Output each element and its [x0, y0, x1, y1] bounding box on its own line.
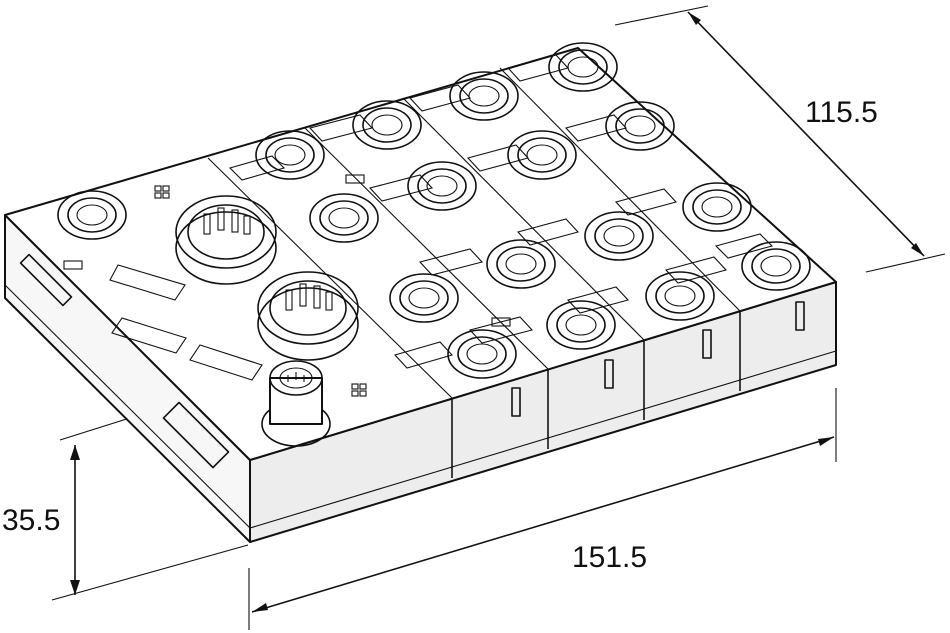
- m12-port: [389, 273, 459, 323]
- m12-port: [255, 130, 325, 180]
- module-body: [4, 47, 837, 543]
- m23-connector: [175, 195, 277, 285]
- m23-connector: [257, 271, 359, 361]
- m12-port: [507, 130, 577, 180]
- m12-port: [486, 239, 556, 289]
- led-markers: [63, 174, 511, 397]
- m12-port: [548, 42, 618, 92]
- m12-port: [449, 71, 519, 121]
- m12-port: [309, 193, 379, 243]
- m12-port: [645, 271, 715, 321]
- m12-port: [447, 329, 517, 379]
- m12-port: [352, 100, 422, 150]
- m12-port: [57, 190, 127, 240]
- m12-port: [605, 101, 675, 151]
- m12-port: [682, 182, 752, 232]
- m12-ports: [57, 42, 811, 379]
- m12-port: [546, 300, 616, 350]
- m12-port: [407, 161, 477, 211]
- m12-port: [584, 211, 654, 261]
- m12-port: [741, 241, 811, 291]
- m8-connector: [261, 360, 331, 447]
- top-face: [4, 47, 837, 461]
- width-dimension: [248, 388, 837, 630]
- height-dimension-label: 35.5: [2, 504, 60, 537]
- depth-dimension-label: 115.5: [805, 96, 878, 129]
- width-dimension-label: 151.5: [572, 541, 647, 574]
- depth-dimension: [614, 5, 946, 273]
